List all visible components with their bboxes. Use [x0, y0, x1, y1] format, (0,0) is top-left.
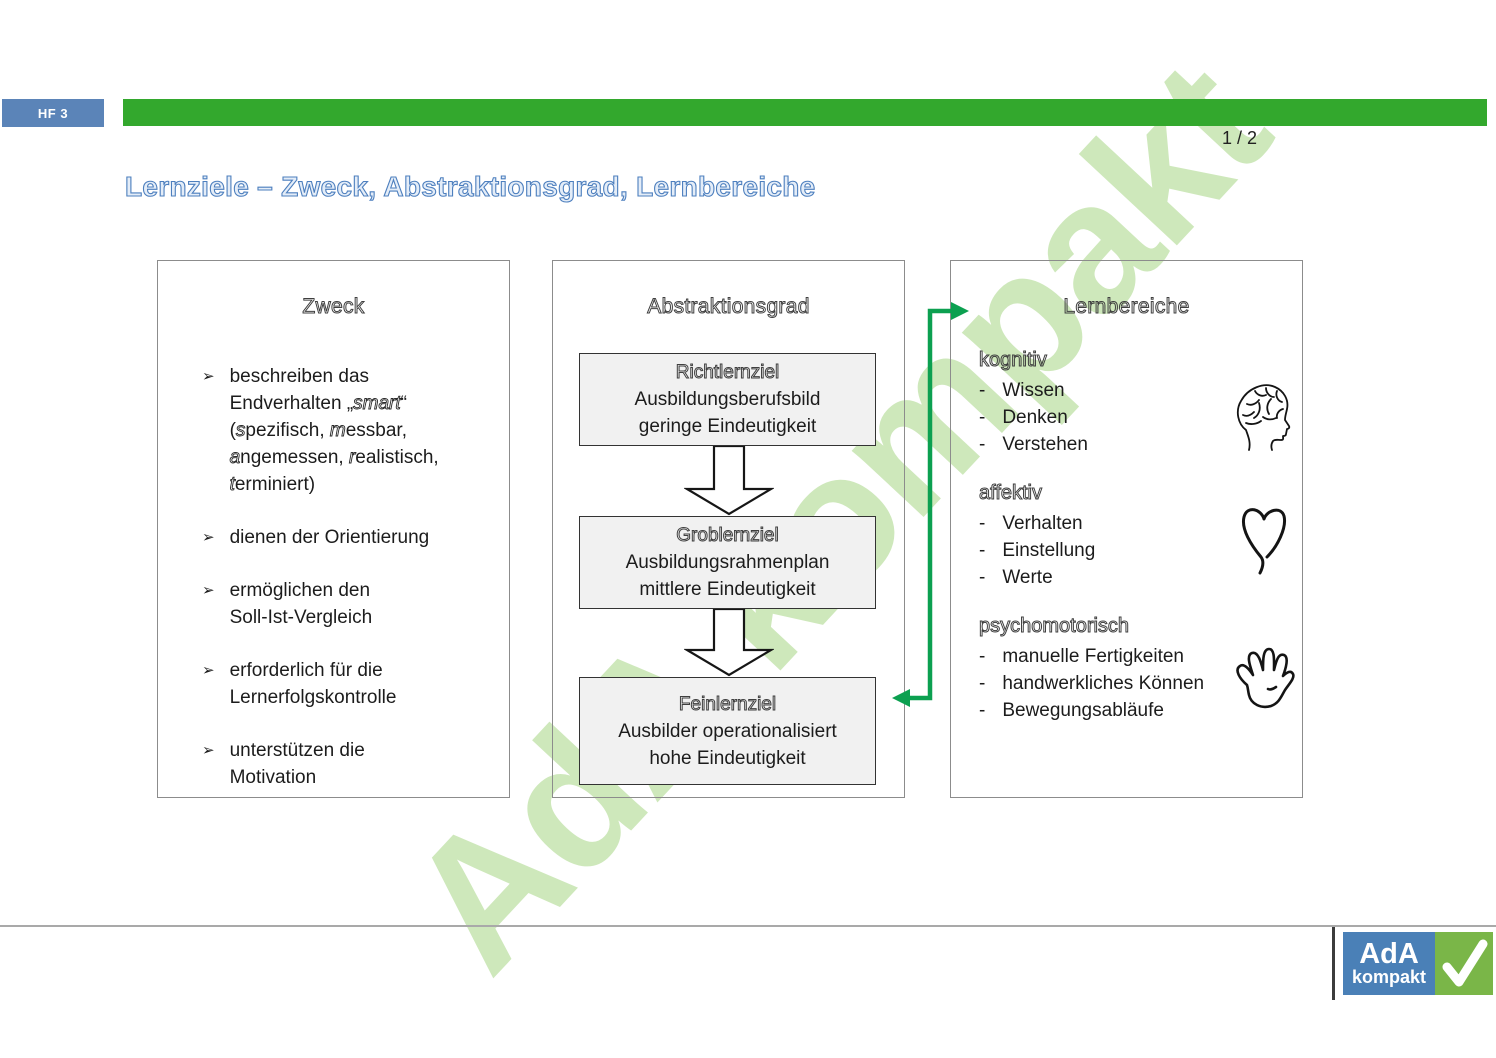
group-psychomotorisch: psychomotorisch -manuelle Fertigkeiten -… [979, 615, 1292, 724]
logo-line2: kompakt [1351, 967, 1427, 987]
down-arrow-icon [684, 446, 774, 516]
abstraktionsgrad-heading: Abstraktionsgrad [647, 295, 810, 319]
hf-badge: HF 3 [2, 99, 104, 127]
list-item-label: Wissen [1002, 380, 1065, 401]
list-item-label: Verstehen [1002, 434, 1088, 455]
bullet-arrow-icon: ➢ [202, 742, 215, 759]
zweck-bullet-text: dienen der Orientierung [229, 527, 430, 548]
ada-kompakt-logo: AdA kompakt [1343, 932, 1493, 995]
level-box-groblernziel: Groblernziel Ausbildungsrahmenplan mittl… [579, 516, 876, 609]
dash-bullet: - [979, 567, 986, 588]
list-item: -Werte [979, 564, 1292, 591]
dash-bullet: - [979, 540, 986, 561]
zweck-bullet: ➢ dienen der Orientierung [202, 524, 495, 551]
heart-icon [1241, 508, 1287, 575]
level-line: Ausbildungsberufsbild [634, 389, 821, 410]
level-title: Groblernziel [676, 525, 779, 547]
bullet-arrow-icon: ➢ [202, 662, 215, 679]
list-item: -handwerkliches Können [979, 670, 1292, 697]
dash-bullet: - [979, 513, 986, 534]
level-box-feinlernziel: Feinlernziel Ausbilder operationalisiert… [579, 677, 876, 785]
level-line: hohe Eindeutigkeit [649, 747, 806, 769]
footer-line-end [1332, 927, 1335, 1000]
page-title: Lernziele – Zweck, Abstraktionsgrad, Ler… [124, 170, 816, 202]
list-item-label: Verhalten [1002, 513, 1083, 534]
list-item-label: Werte [1002, 567, 1053, 588]
header-bar [123, 99, 1487, 126]
bullet-arrow-icon: ➢ [202, 582, 215, 599]
list-item: -Wissen [979, 377, 1292, 404]
level-line: mittlere Eindeutigkeit [639, 579, 816, 600]
level-title: Richtlernziel [675, 362, 780, 384]
hand-icon [1236, 647, 1295, 709]
list-item: -Verhalten [979, 510, 1292, 537]
level-line: geringe Eindeutigkeit [638, 416, 817, 437]
dash-bullet: - [979, 407, 986, 428]
level-line: Ausbilder operationalisiert [618, 720, 837, 742]
level-title: Feinlernziel [678, 693, 777, 715]
page-number: 1 / 2 [1222, 128, 1258, 148]
list-item: -Einstellung [979, 537, 1292, 564]
checkmark-icon [1442, 939, 1488, 986]
level-box-richtlernziel: Richtlernziel Ausbildungsberufsbild geri… [579, 353, 876, 446]
list-item-label: handwerkliches Können [1002, 673, 1205, 694]
list-item: -manuelle Fertigkeiten [979, 643, 1292, 670]
dash-bullet: - [979, 673, 986, 694]
dash-bullet: - [979, 380, 986, 401]
group-title: affektiv [979, 482, 1043, 505]
bullet-arrow-icon: ➢ [202, 368, 215, 385]
lernbereiche-content: kognitiv -Wissen -Denken -Verstehen affe… [979, 349, 1292, 724]
down-arrow-icon [684, 609, 774, 677]
group-kognitiv: kognitiv -Wissen -Denken -Verstehen [979, 349, 1292, 458]
list-item-label: Einstellung [1002, 540, 1096, 561]
lernbereiche-heading: Lernbereiche [1063, 295, 1190, 319]
brain-icon [1236, 384, 1291, 451]
dash-bullet: - [979, 434, 986, 455]
group-title: psychomotorisch [979, 615, 1130, 638]
dash-bullet: - [979, 646, 986, 667]
group-title: kognitiv [979, 349, 1048, 372]
list-item-label: Denken [1002, 407, 1068, 428]
list-item-label: Bewegungsabläufe [1002, 700, 1164, 721]
logo-line1: AdA [1359, 938, 1419, 970]
list-item: -Denken [979, 404, 1292, 431]
panel-lernbereiche: Lernbereiche kognitiv -Wissen -Denken -V… [950, 260, 1303, 798]
group-affektiv: affektiv -Verhalten -Einstellung -Werte [979, 482, 1292, 591]
footer-line [0, 925, 1496, 927]
list-item: -Verstehen [979, 431, 1292, 458]
zweck-heading: Zweck [302, 295, 365, 319]
panel-abstraktionsgrad: Abstraktionsgrad Richtlernziel Ausbildun… [552, 260, 905, 798]
dash-bullet: - [979, 700, 986, 721]
logo-check-block [1435, 932, 1493, 995]
list-item-label: manuelle Fertigkeiten [1002, 646, 1184, 667]
level-line: Ausbildungsrahmenplan [625, 552, 830, 573]
logo-text-block: AdA kompakt [1343, 932, 1435, 995]
list-item: -Bewegungsabläufe [979, 697, 1292, 724]
bullet-arrow-icon: ➢ [202, 529, 215, 546]
